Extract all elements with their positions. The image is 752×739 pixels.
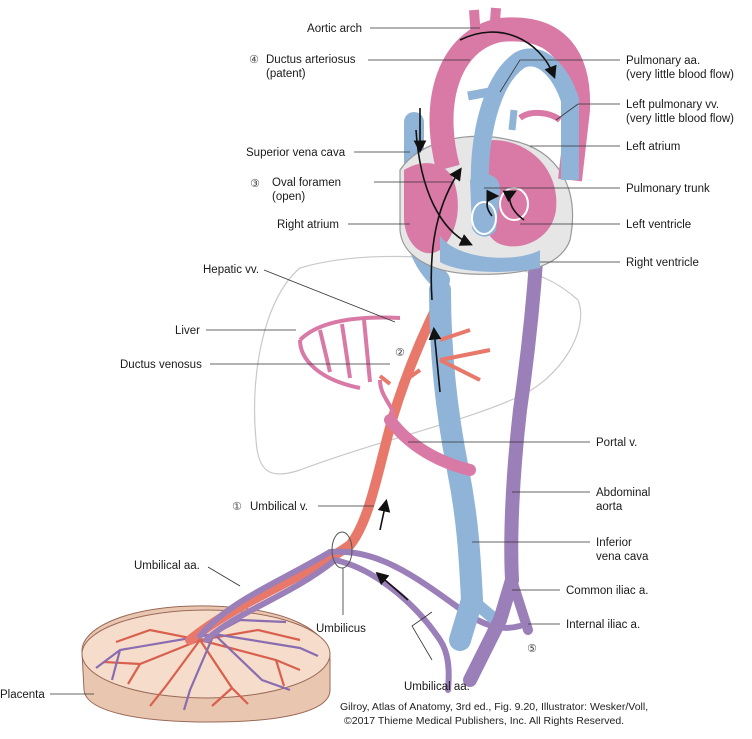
label-umbilical-aa-lower: Umbilical aa. <box>404 681 470 693</box>
marker-5: ⑤ <box>527 642 537 655</box>
portal-vein <box>384 414 476 476</box>
label-hepatic-vv: Hepatic vv. <box>203 264 259 276</box>
label-placenta: Placenta <box>0 689 45 701</box>
label-pulmonary-aa: Pulmonary aa. <box>626 55 700 67</box>
label-abdominal-aorta-line2: aorta <box>596 501 623 513</box>
label-superior-vena-cava: Superior vena cava <box>246 147 346 159</box>
heart <box>399 135 574 275</box>
leader-lines <box>50 27 620 695</box>
label-ductus-arteriosus-note: (patent) <box>266 68 306 80</box>
hepatic-vessels <box>298 315 401 422</box>
label-right-ventricle: Right ventricle <box>626 257 699 269</box>
marker-1: ① <box>232 500 242 513</box>
umbilical-vein <box>185 295 445 645</box>
label-oval-foramen-note: (open) <box>272 191 305 203</box>
marker-4: ④ <box>249 53 259 66</box>
label-ivc-line2: vena cava <box>596 551 649 563</box>
label-left-pulmonary-vv: Left pulmonary vv. <box>626 99 719 111</box>
marker-2: ② <box>395 346 405 359</box>
marker-3: ③ <box>250 177 260 190</box>
label-umbilical-v: Umbilical v. <box>250 501 308 513</box>
label-pulmonary-trunk: Pulmonary trunk <box>626 183 710 195</box>
label-ductus-arteriosus: Ductus arteriosus <box>266 54 356 66</box>
label-left-ventricle: Left ventricle <box>626 219 691 231</box>
label-pulmonary-aa-note: (very little blood flow) <box>626 69 734 81</box>
umbilicus-ring <box>331 531 353 569</box>
label-right-atrium: Right atrium <box>277 219 339 231</box>
label-umbilicus: Umbilicus <box>316 623 366 635</box>
umbilical-arteries <box>197 548 523 693</box>
aortic-arch <box>429 17 591 182</box>
label-common-iliac: Common iliac a. <box>566 585 648 597</box>
flow-arrows <box>375 31 557 601</box>
label-portal-v: Portal v. <box>596 437 637 449</box>
label-liver: Liver <box>175 325 200 337</box>
label-left-pulmonary-vv-note: (very little blood flow) <box>626 113 734 125</box>
label-abdominal-aorta-line1: Abdominal <box>596 487 650 499</box>
placenta <box>81 605 331 723</box>
label-umbilical-aa-upper: Umbilical aa. <box>134 560 200 572</box>
label-ductus-venosus: Ductus venosus <box>120 359 202 371</box>
label-aortic-arch: Aortic arch <box>307 23 362 35</box>
credit-line-1: Gilroy, Atlas of Anatomy, 3rd ed., Fig. … <box>340 701 648 713</box>
label-left-atrium: Left atrium <box>626 141 680 153</box>
label-ivc-line1: Inferior <box>596 537 632 549</box>
label-oval-foramen: Oval foramen <box>272 177 341 189</box>
label-internal-iliac: Internal iliac a. <box>566 619 640 631</box>
credit-line-2: ©2017 Thieme Medical Publishers, Inc. Al… <box>344 715 624 727</box>
